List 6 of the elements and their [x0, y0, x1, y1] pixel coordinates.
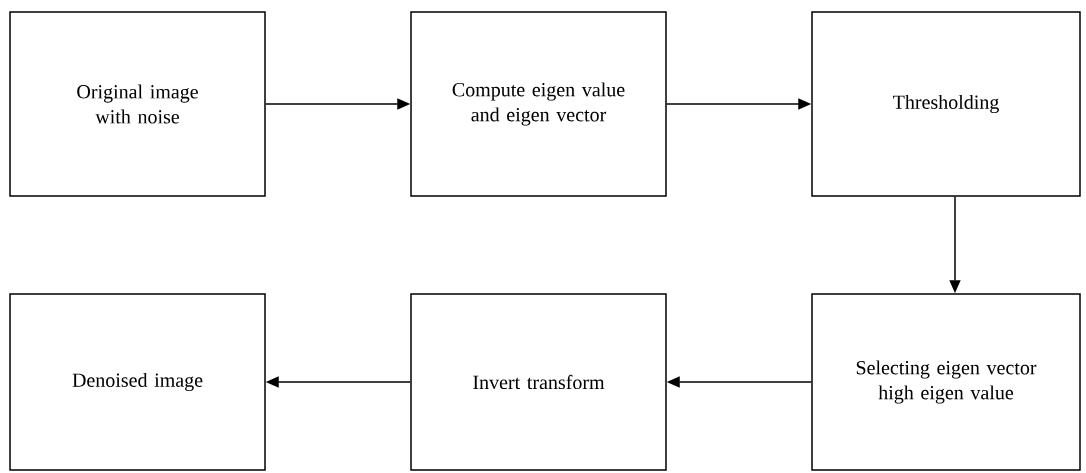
- process-box: Invert transform: [410, 293, 667, 471]
- process-box: Denoised image: [9, 293, 266, 471]
- process-box: Compute eigen value and eigen vector: [410, 11, 667, 197]
- process-box: Original image with noise: [9, 11, 266, 197]
- process-box: Selecting eigen vector high eigen value: [811, 293, 1081, 471]
- process-box: Thresholding: [811, 11, 1081, 197]
